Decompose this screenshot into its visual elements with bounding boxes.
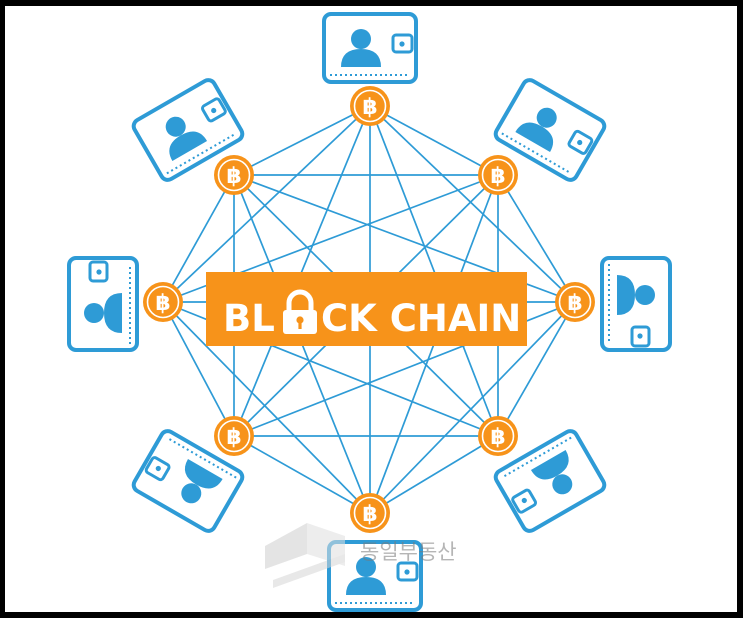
network-edge — [497, 301, 576, 437]
svg-text:฿: ฿ — [490, 164, 505, 189]
svg-text:฿: ฿ — [362, 95, 377, 120]
wallet-icon — [131, 78, 245, 182]
svg-text:฿: ฿ — [362, 502, 377, 527]
network-edge — [497, 174, 576, 303]
wallet-icon — [327, 540, 423, 612]
svg-text:฿: ฿ — [155, 291, 170, 316]
network-edge — [162, 301, 371, 514]
network-edge — [369, 105, 499, 437]
wallet-icon — [600, 256, 672, 352]
network-edge — [162, 105, 371, 303]
svg-text:฿: ฿ — [490, 425, 505, 450]
banner-text-after: CK CHAIN — [321, 297, 521, 340]
svg-text:฿: ฿ — [226, 164, 241, 189]
bitcoin-coin-icon: ฿ — [478, 155, 518, 195]
wallet-icon — [67, 256, 139, 352]
bitcoin-coin-icon: ฿ — [478, 416, 518, 456]
bitcoin-coin-icon: ฿ — [143, 282, 183, 322]
bitcoin-coin-icon: ฿ — [555, 282, 595, 322]
wallet-icon — [131, 429, 245, 533]
network-edge — [233, 105, 371, 176]
bitcoin-coin-icon: ฿ — [214, 155, 254, 195]
banner-background — [206, 272, 527, 346]
banner-text-before: BL — [223, 297, 275, 340]
svg-text:฿: ฿ — [226, 425, 241, 450]
watermark: 동일부동산 — [265, 523, 457, 588]
network-edge — [369, 105, 499, 176]
padlock-icon — [283, 289, 317, 334]
network-edge — [162, 301, 235, 437]
network-edge — [162, 174, 235, 303]
bitcoin-coin-icon: ฿ — [350, 86, 390, 126]
watermark-text: 동일부동산 — [360, 540, 457, 564]
wallet-icon — [493, 429, 607, 533]
svg-text:฿: ฿ — [567, 291, 582, 316]
diagram-frame: ฿฿฿฿฿฿฿฿ BL CK CHAIN 동일부동산 — [5, 6, 737, 612]
coin-nodes: ฿฿฿฿฿฿฿฿ — [143, 86, 595, 533]
wallet-icon — [322, 12, 418, 84]
blockchain-banner: BL CK CHAIN — [206, 272, 527, 346]
network-edge — [233, 435, 371, 514]
network-edge — [369, 105, 576, 303]
wallet-icon — [493, 78, 607, 182]
bitcoin-coin-icon: ฿ — [214, 416, 254, 456]
network-edge — [369, 435, 499, 514]
wallet-nodes — [67, 12, 672, 612]
network-edge — [369, 301, 576, 514]
network-edge — [233, 105, 371, 437]
bitcoin-coin-icon: ฿ — [350, 493, 390, 533]
building-logo-icon — [265, 523, 345, 588]
blockchain-network-diagram: ฿฿฿฿฿฿฿฿ BL CK CHAIN 동일부동산 — [67, 12, 672, 612]
